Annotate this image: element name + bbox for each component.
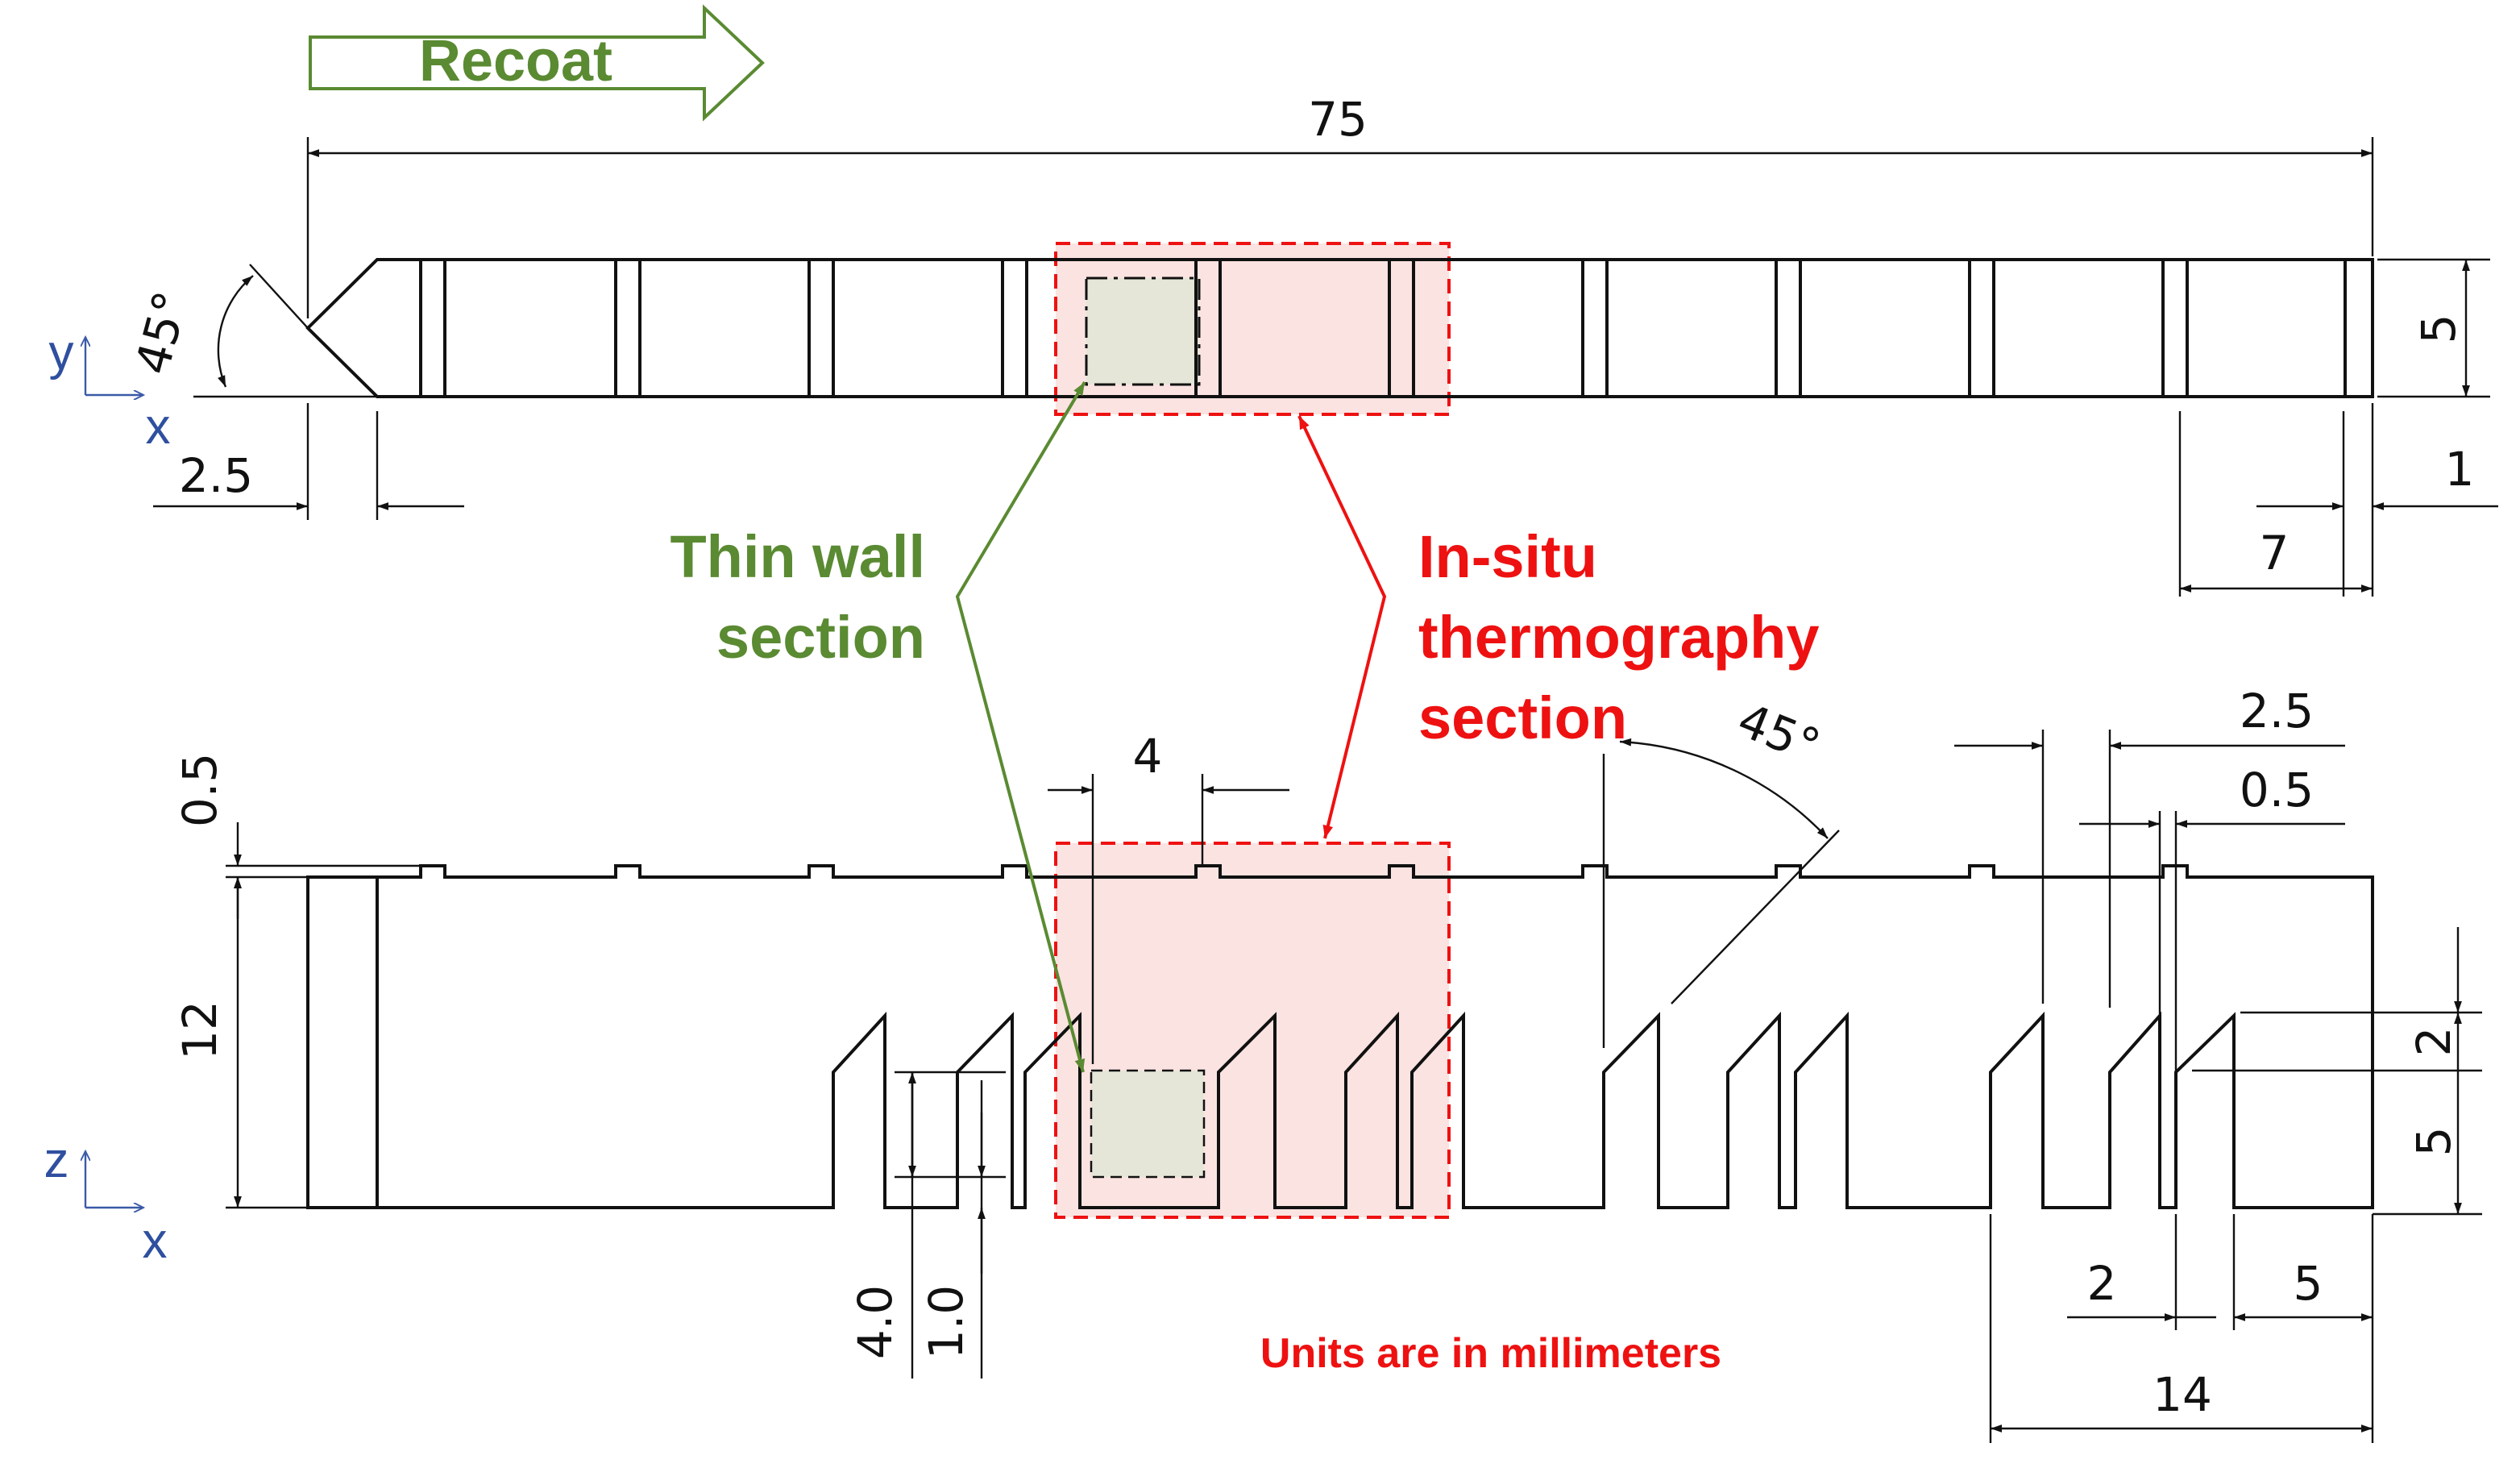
dim-fin-height-text: 5 <box>2406 1127 2461 1157</box>
axis-label-x-bottom: x <box>143 1213 168 1269</box>
thermography-label-line1: In-situ <box>1418 523 1597 590</box>
dim-fin-span-text: 14 <box>2153 1367 2212 1422</box>
dim-thin-wall-height-text: 4.0 <box>848 1285 903 1359</box>
dim-chamfer-angle-text: 45° <box>125 285 199 380</box>
top-view-ribs <box>419 260 2347 397</box>
thermography-callout: In-situ thermography section <box>1297 415 1820 839</box>
thin-wall-highlight-top <box>1085 277 1201 386</box>
dim-end-gap-text: 1 <box>2445 442 2475 497</box>
dim-fin-top-text: 2 <box>2406 1027 2461 1057</box>
dim-75-text: 75 <box>1308 92 1368 147</box>
axis-label-z: z <box>44 1133 69 1188</box>
thin-wall-label-line2: section <box>716 604 925 671</box>
thin-wall-callout: Thin wall section <box>670 381 1086 1073</box>
dim-fin-spacing-text: 2 <box>2087 1256 2117 1311</box>
thermography-label-line3: section <box>1418 684 1627 751</box>
dim-top-height-text: 5 <box>2411 314 2466 344</box>
dim-end-offset-text: 7 <box>2260 526 2290 580</box>
dim-body-height-text: 12 <box>172 1000 227 1060</box>
dim-wall-pitch-text: 4 <box>1133 729 1163 784</box>
thin-wall-label-line1: Thin wall <box>670 523 925 590</box>
units-note: Units are in millimeters <box>1260 1330 1721 1377</box>
dim-rib-height-text: 0.5 <box>172 753 227 827</box>
dim-fin-angle-arc <box>1619 738 1829 839</box>
axis-icon-bottom: z x <box>44 1133 168 1269</box>
axis-label-y: y <box>49 325 74 381</box>
axis-icon-top: y x <box>49 325 171 455</box>
axis-label-x-top: x <box>146 399 171 455</box>
dim-thin-wall-width-text: 1.0 <box>919 1285 974 1359</box>
dim-fin-angle-text: 45° <box>1730 692 1828 775</box>
top-view-outline <box>305 258 2374 398</box>
dim-fin-tip-offset-text: 5 <box>2294 1256 2323 1311</box>
dim-chamfer-angle-arc <box>217 275 254 388</box>
top-view: 75 45° 2.5 5 1 7 y x <box>49 92 2498 597</box>
thin-wall-highlight-bottom <box>1090 1069 1206 1179</box>
bottom-view: 0.5 12 4 45° 2.5 0.5 2 <box>44 684 2482 1443</box>
recoat-label: Recoat <box>419 29 612 94</box>
dim-fin-pitch-text: 2.5 <box>2240 684 2314 738</box>
thermography-label-line2: thermography <box>1418 604 1820 671</box>
dim-chamfer-offset-text: 2.5 <box>179 448 253 503</box>
recoat-arrow: Recoat <box>309 4 765 122</box>
dim-fin-gap-text: 0.5 <box>2240 763 2314 817</box>
